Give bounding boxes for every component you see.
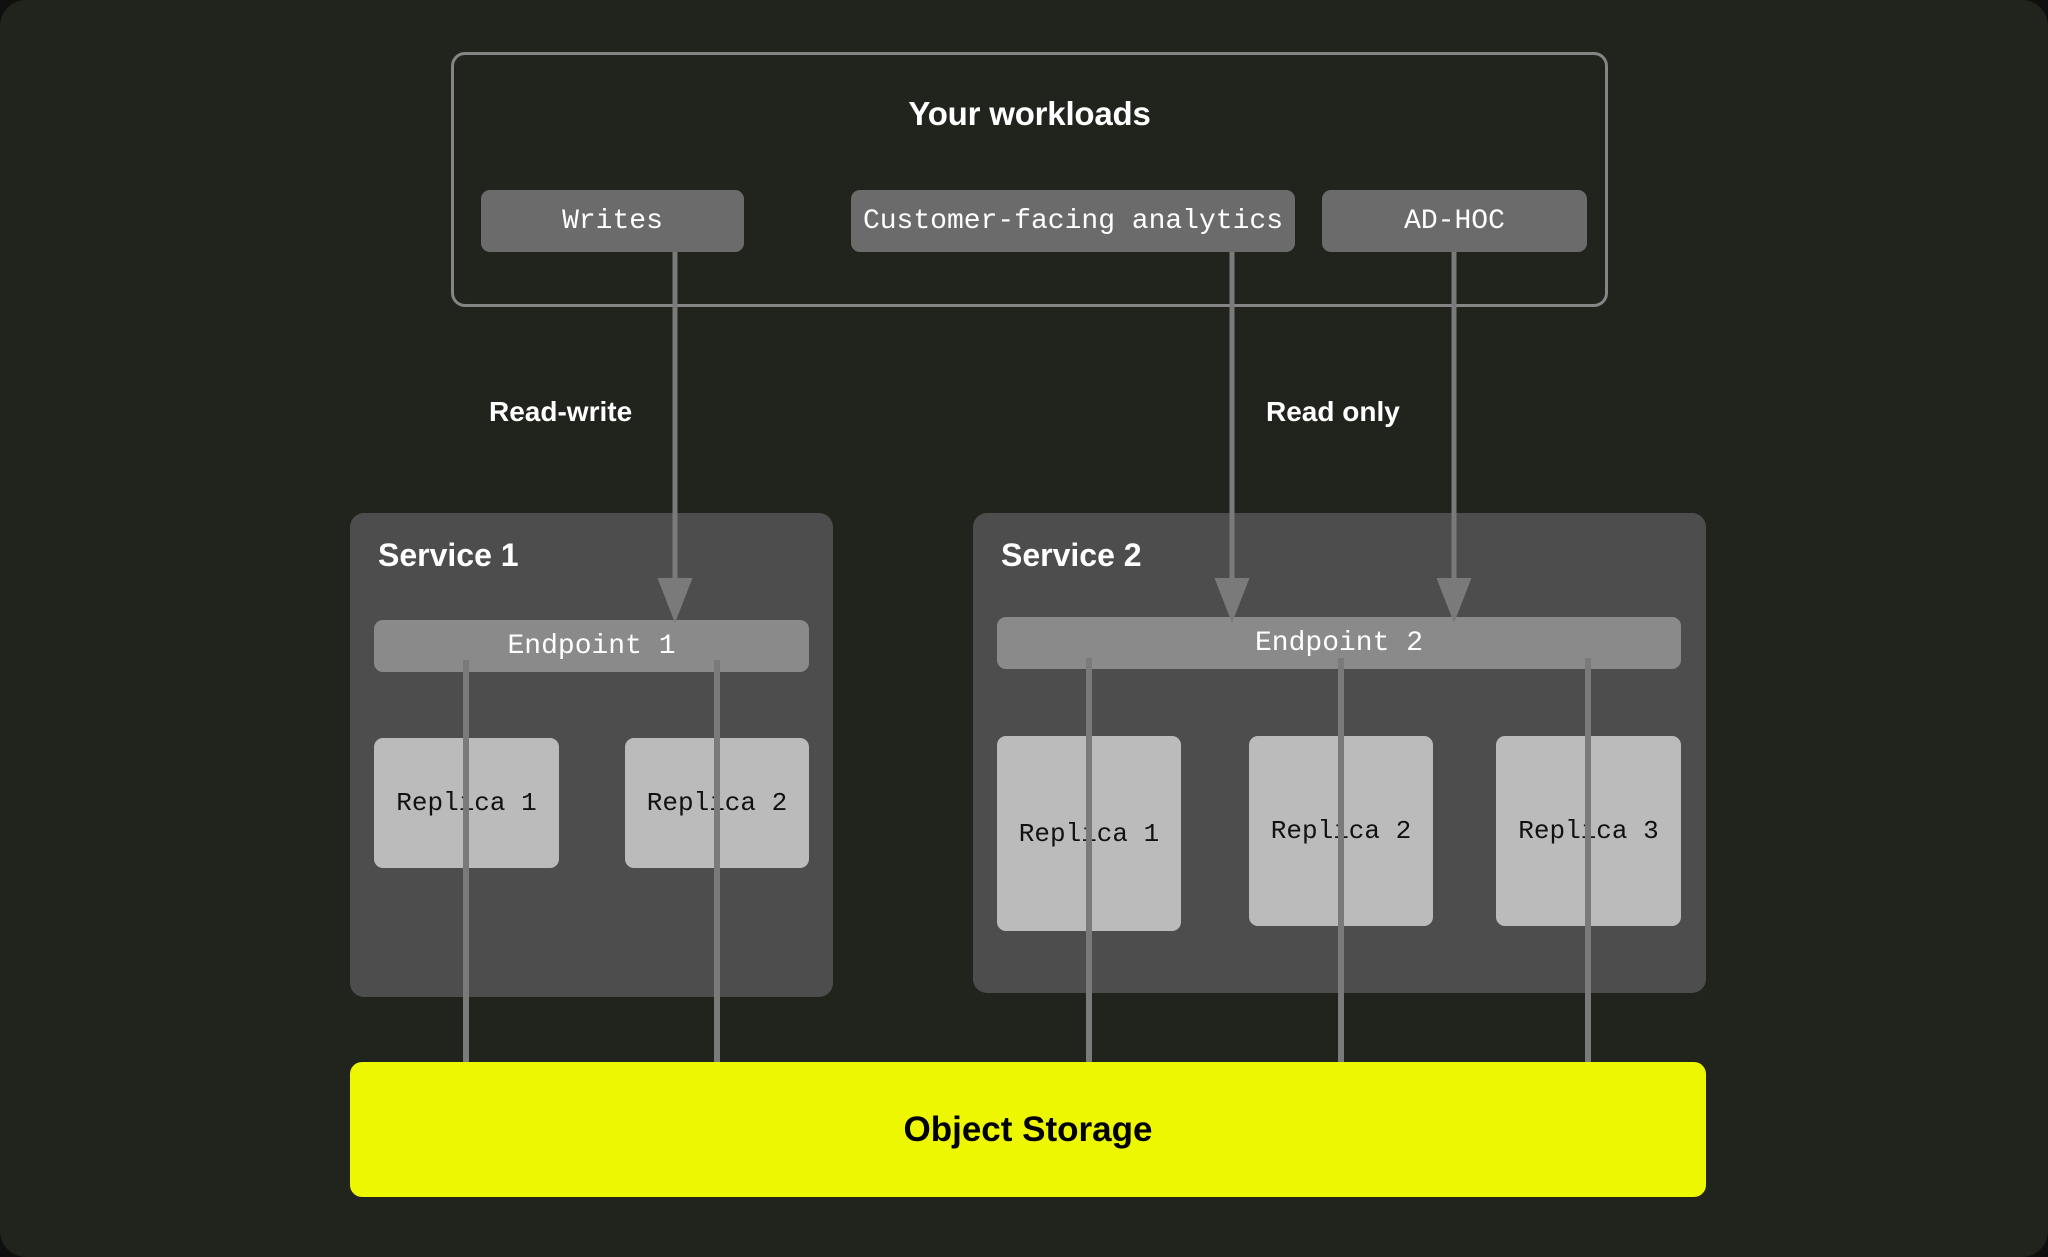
workload-chip-ad-hoc[interactable]: AD-HOC xyxy=(1322,190,1587,252)
object-storage-bar[interactable]: Object Storage xyxy=(350,1062,1706,1197)
workloads-title: Your workloads xyxy=(908,95,1151,132)
workload-chip-writes[interactable]: Writes xyxy=(481,190,744,252)
service-2-title: Service 2 xyxy=(1001,537,1142,573)
service-1-title: Service 1 xyxy=(378,537,519,573)
flow-label-read-only: Read only xyxy=(1266,396,1400,427)
workload-chip-customer-facing-analytics[interactable]: Customer-facing analytics xyxy=(851,190,1295,252)
workloads-container: Your workloads xyxy=(451,52,1608,307)
flow-label-read-write: Read-write xyxy=(489,396,633,427)
endpoint-bar-1[interactable]: Endpoint 1 xyxy=(374,620,809,672)
